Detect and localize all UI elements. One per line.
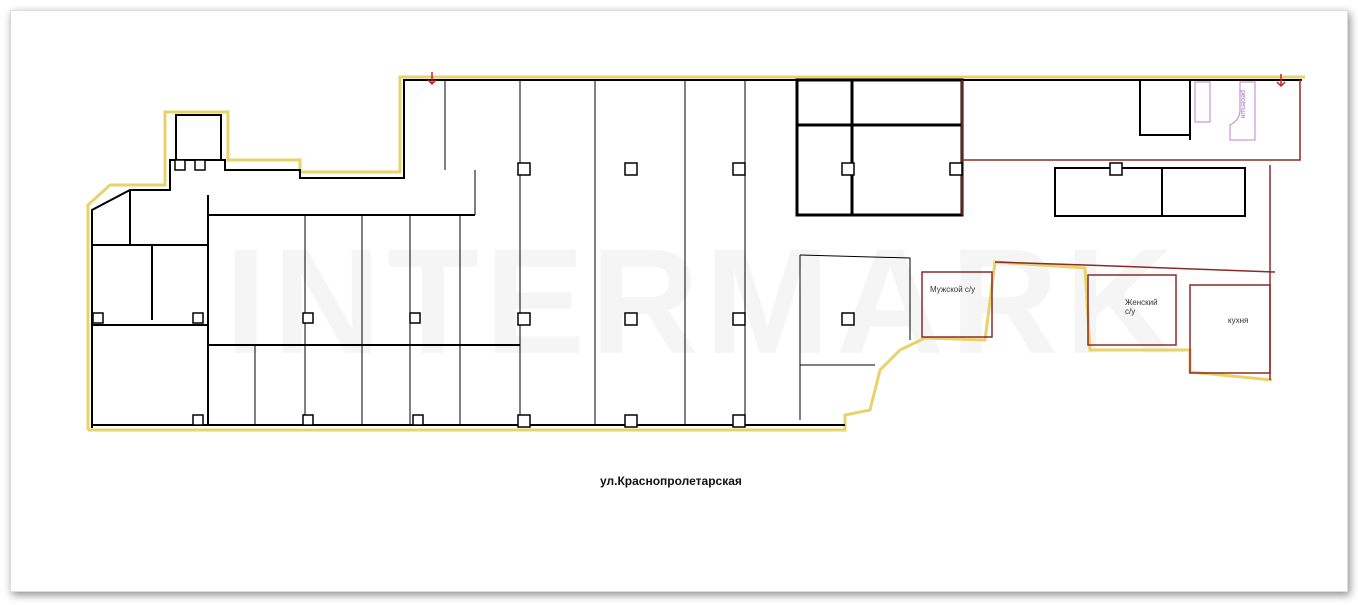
- watermark: INTERMARK: [225, 217, 1179, 385]
- columns: [92, 159, 1123, 428]
- building-outline: [86, 75, 1305, 430]
- room-label-kitchen: кухня: [1228, 316, 1249, 325]
- walls: [91, 78, 1302, 428]
- building-outline-south: [88, 260, 1273, 432]
- room-label-mens-wc: Мужской с/у: [930, 285, 976, 294]
- inner-walls: [921, 80, 1301, 380]
- room-label-reception: ресепшн: [1239, 90, 1246, 119]
- street-label: ул.Краснопролетарская: [600, 474, 742, 488]
- entrance-arrows: [427, 72, 1286, 88]
- room-label-womens-wc: Женский с/у: [1125, 298, 1158, 316]
- reception-furniture: [1194, 81, 1256, 141]
- floor-plan-frame: [10, 10, 1348, 592]
